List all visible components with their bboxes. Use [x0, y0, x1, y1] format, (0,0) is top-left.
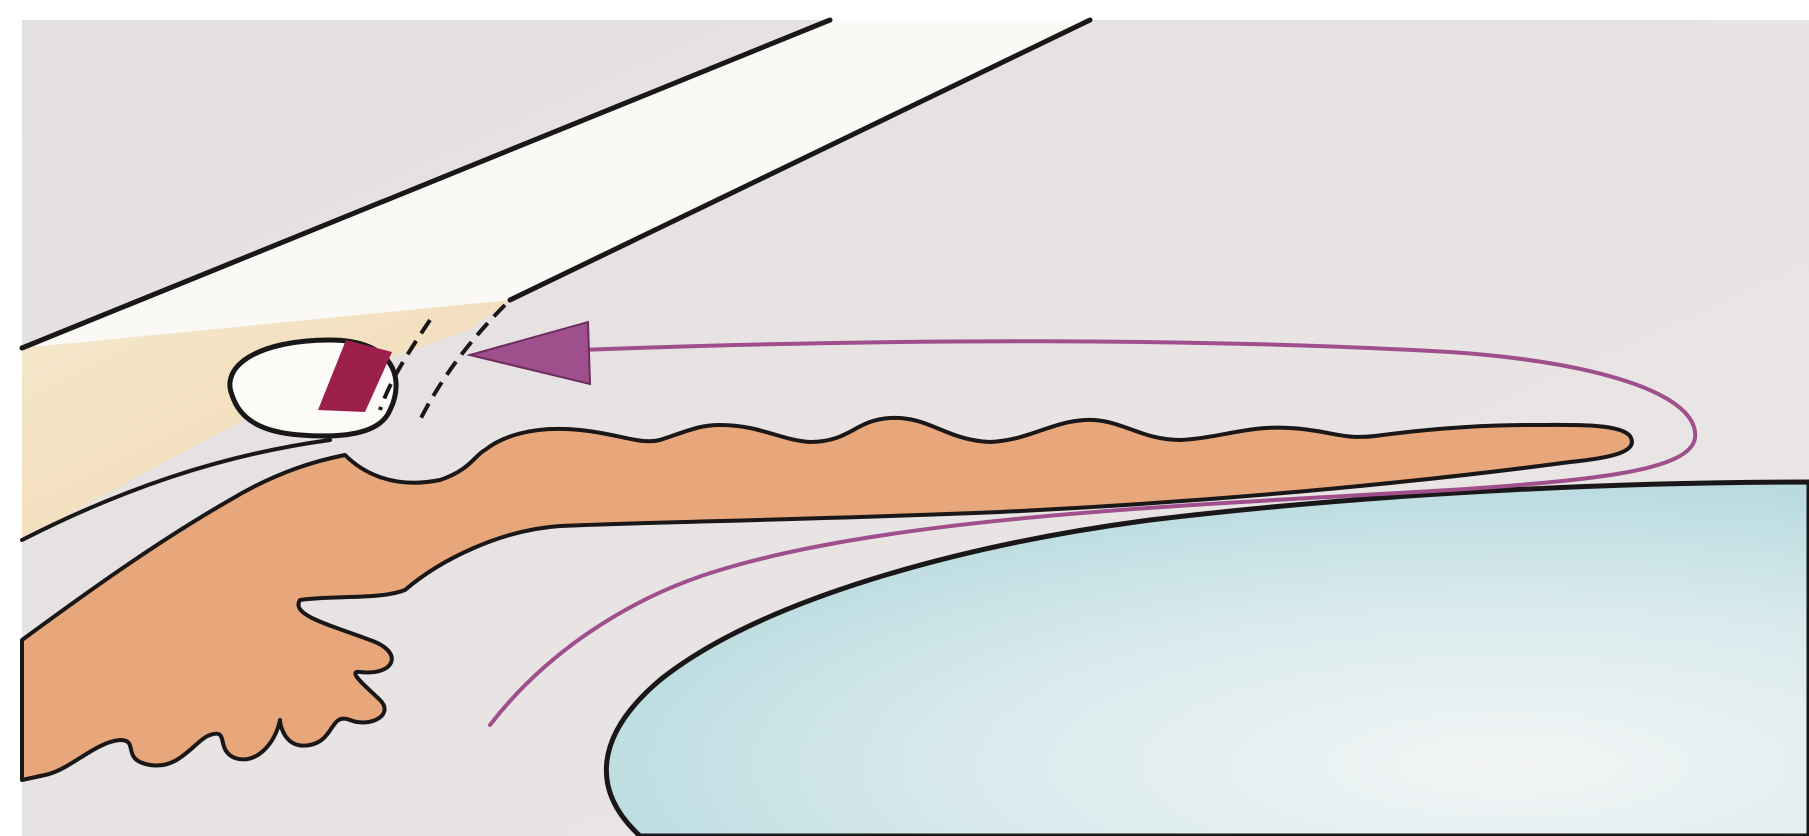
eye-anatomy-diagram [0, 0, 1809, 836]
eye-anatomy-drawing [0, 0, 1809, 836]
